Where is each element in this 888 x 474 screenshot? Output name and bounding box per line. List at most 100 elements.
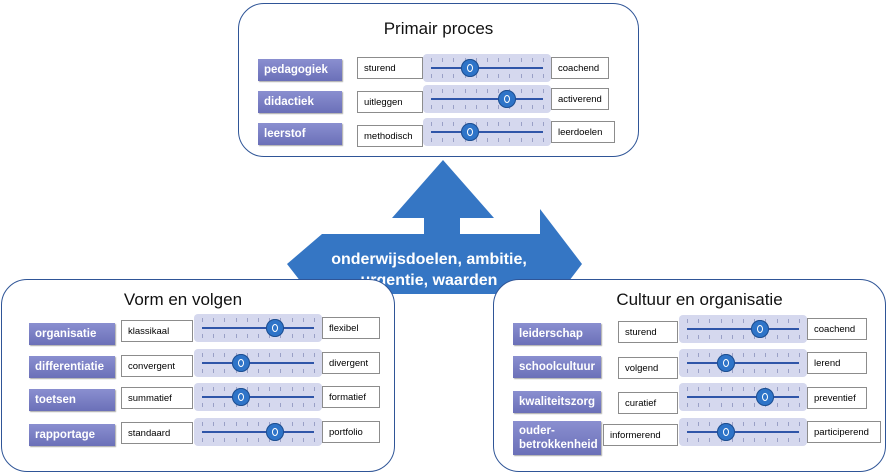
slider-tick bbox=[543, 105, 544, 109]
slider-tick bbox=[709, 369, 711, 373]
left-pole: sturend bbox=[618, 321, 678, 343]
slider-thumb[interactable] bbox=[232, 354, 251, 372]
slider-tick bbox=[543, 58, 544, 62]
slider-tick bbox=[224, 387, 226, 391]
slider-tick bbox=[743, 369, 744, 373]
slider-tick bbox=[431, 122, 432, 126]
slider-tick bbox=[765, 319, 767, 323]
slider-track[interactable] bbox=[679, 383, 807, 411]
slider-tick bbox=[269, 438, 271, 442]
slider-tick bbox=[531, 105, 533, 109]
slider-tick bbox=[765, 438, 767, 442]
row-label: leiderschap bbox=[513, 323, 601, 345]
slider-tick bbox=[743, 353, 744, 357]
slider-tick bbox=[709, 403, 711, 407]
slider-tick bbox=[698, 387, 700, 391]
slider-tick bbox=[314, 369, 315, 373]
slider-tick bbox=[731, 403, 733, 407]
slider-thumb[interactable] bbox=[498, 90, 517, 108]
slider-tick bbox=[731, 438, 733, 442]
slider-line bbox=[687, 431, 799, 433]
slider-thumb[interactable] bbox=[232, 388, 251, 406]
slider-track[interactable] bbox=[679, 315, 807, 343]
slider-tick bbox=[246, 422, 248, 426]
panel-cultuur-en-organisatie: Cultuur en organisatie leiderschap sture… bbox=[493, 279, 886, 472]
slider-line bbox=[431, 67, 543, 69]
slider-track[interactable] bbox=[194, 383, 322, 411]
slider-tick bbox=[765, 335, 767, 339]
slider-tick bbox=[743, 319, 744, 323]
slider-tick bbox=[431, 138, 432, 142]
slider-tick bbox=[235, 334, 237, 338]
slider-tick bbox=[314, 387, 315, 391]
slider-tick bbox=[754, 335, 756, 339]
right-pole: coachend bbox=[551, 57, 609, 79]
slider-tick bbox=[302, 318, 304, 322]
slider-tick bbox=[787, 438, 789, 442]
slider-track[interactable] bbox=[423, 54, 551, 82]
center-text-line2: urgentie, waarden bbox=[360, 272, 498, 289]
slider-thumb[interactable] bbox=[756, 388, 775, 406]
left-pole: convergent bbox=[121, 355, 193, 377]
slider-thumb[interactable] bbox=[265, 319, 284, 337]
slider-tick bbox=[509, 74, 511, 78]
slider-tick bbox=[776, 335, 778, 339]
slider-thumb[interactable] bbox=[717, 423, 736, 441]
slider-tick bbox=[213, 403, 215, 407]
slider-tick bbox=[269, 403, 271, 407]
slider-tick bbox=[202, 403, 203, 407]
slider-tick bbox=[754, 403, 756, 407]
slider-tick bbox=[213, 353, 215, 357]
slider-tick bbox=[291, 438, 293, 442]
slider-line bbox=[202, 396, 314, 398]
slider-tick bbox=[743, 335, 744, 339]
slider-track[interactable] bbox=[679, 349, 807, 377]
slider-tick bbox=[743, 438, 744, 442]
slider-thumb[interactable] bbox=[265, 423, 284, 441]
row-label: pedagogiek bbox=[258, 59, 342, 81]
slider-tick bbox=[442, 74, 444, 78]
row-label: toetsen bbox=[29, 389, 115, 411]
slider-tick bbox=[776, 403, 778, 407]
slider-thumb[interactable] bbox=[717, 354, 736, 372]
slider-tick bbox=[543, 122, 544, 126]
slider-tick bbox=[442, 105, 444, 109]
slider-tick bbox=[269, 353, 271, 357]
slider-tick bbox=[246, 403, 248, 407]
slider-tick bbox=[213, 334, 215, 338]
slider-thumb[interactable] bbox=[750, 320, 769, 338]
slider-tick bbox=[698, 353, 700, 357]
slider-tick bbox=[314, 353, 315, 357]
slider-tick bbox=[291, 422, 293, 426]
row-label: rapportage bbox=[29, 424, 115, 446]
slider-tick bbox=[799, 387, 800, 391]
slider-tick bbox=[202, 353, 203, 357]
slider-tick bbox=[280, 369, 282, 373]
slider-track[interactable] bbox=[679, 418, 807, 446]
slider-tick bbox=[291, 334, 293, 338]
slider-tick bbox=[731, 387, 733, 391]
slider-thumb[interactable] bbox=[461, 123, 480, 141]
slider-tick bbox=[224, 369, 226, 373]
row-label: organisatie bbox=[29, 323, 115, 345]
slider-tick bbox=[453, 138, 455, 142]
slider-tick bbox=[765, 422, 767, 426]
slider-thumb[interactable] bbox=[461, 59, 480, 77]
left-pole: methodisch bbox=[357, 125, 423, 147]
slider-track[interactable] bbox=[194, 418, 322, 446]
slider-tick bbox=[475, 122, 477, 126]
slider-tick bbox=[246, 438, 248, 442]
slider-tick bbox=[698, 335, 700, 339]
slider-tick bbox=[202, 334, 203, 338]
slider-track[interactable] bbox=[423, 85, 551, 113]
slider-track[interactable] bbox=[423, 118, 551, 146]
slider-track[interactable] bbox=[194, 314, 322, 342]
slider-tick bbox=[431, 58, 432, 62]
slider-tick bbox=[202, 387, 203, 391]
slider-tick bbox=[799, 438, 800, 442]
slider-track[interactable] bbox=[194, 349, 322, 377]
center-text-line1: onderwijsdoelen, ambitie, bbox=[331, 251, 527, 268]
slider-tick bbox=[224, 353, 226, 357]
slider-tick bbox=[698, 369, 700, 373]
slider-tick bbox=[709, 319, 711, 323]
